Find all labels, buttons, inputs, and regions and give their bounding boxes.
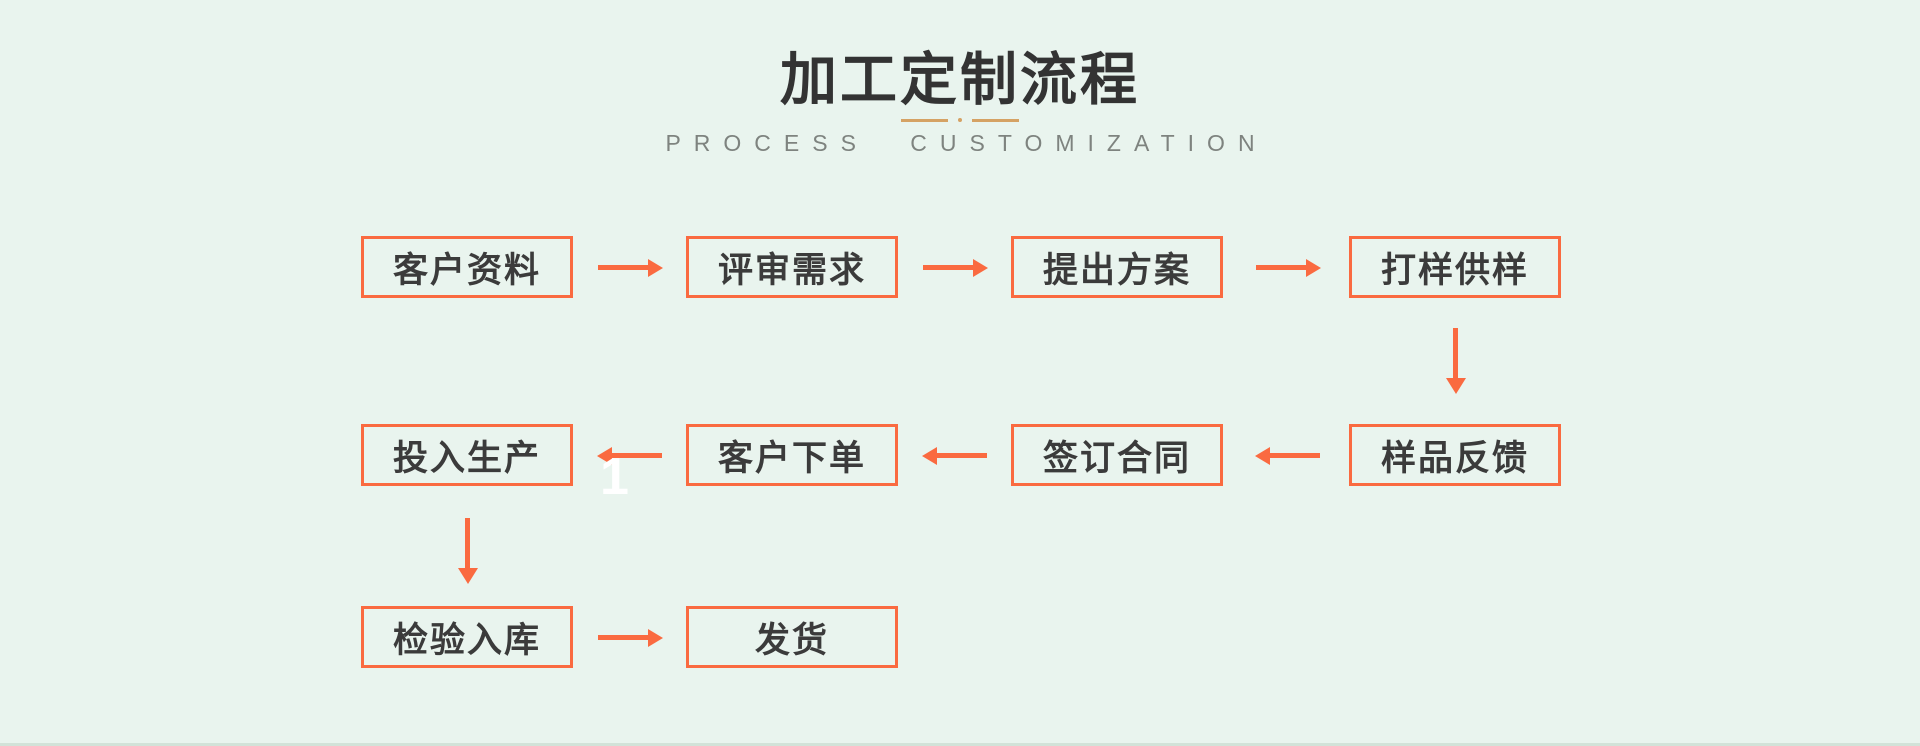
flow-step-propose-plan: 提出方案 bbox=[1011, 236, 1223, 298]
flow-step-sign-contract: 签订合同 bbox=[1011, 424, 1223, 486]
arrow-propose-to-sampling bbox=[1256, 265, 1306, 270]
flow-step-sampling: 打样供样 bbox=[1349, 236, 1561, 298]
arrow-feedback-to-contract bbox=[1270, 453, 1320, 458]
flow-step-production: 投入生产 bbox=[361, 424, 573, 486]
page-title: 加工定制流程 bbox=[780, 48, 1140, 112]
arrow-customer-info-to-review bbox=[598, 265, 648, 270]
page-subtitle: PROCESS CUSTOMIZATION bbox=[665, 130, 1268, 156]
title-divider bbox=[901, 118, 1019, 122]
flow-step-review-requirements: 评审需求 bbox=[686, 236, 898, 298]
flow-step-customer-order: 客户下单 bbox=[686, 424, 898, 486]
divider-line-right bbox=[972, 118, 1019, 122]
arrow-order-to-production bbox=[612, 453, 662, 458]
watermark-digit: 1 bbox=[600, 448, 629, 506]
arrow-sampling-to-feedback bbox=[1453, 328, 1458, 378]
divider-dot bbox=[958, 118, 962, 122]
divider-line-left bbox=[901, 118, 948, 122]
arrow-inspection-to-shipping bbox=[598, 635, 648, 640]
flow-step-sample-feedback: 样品反馈 bbox=[1349, 424, 1561, 486]
arrow-production-to-inspection bbox=[465, 518, 470, 568]
arrow-contract-to-order bbox=[937, 453, 987, 458]
flow-step-shipping: 发货 bbox=[686, 606, 898, 668]
arrow-review-to-propose bbox=[923, 265, 973, 270]
flow-step-inspection-warehousing: 检验入库 bbox=[361, 606, 573, 668]
page-bottom-edge bbox=[0, 743, 1920, 746]
flow-step-customer-info: 客户资料 bbox=[361, 236, 573, 298]
